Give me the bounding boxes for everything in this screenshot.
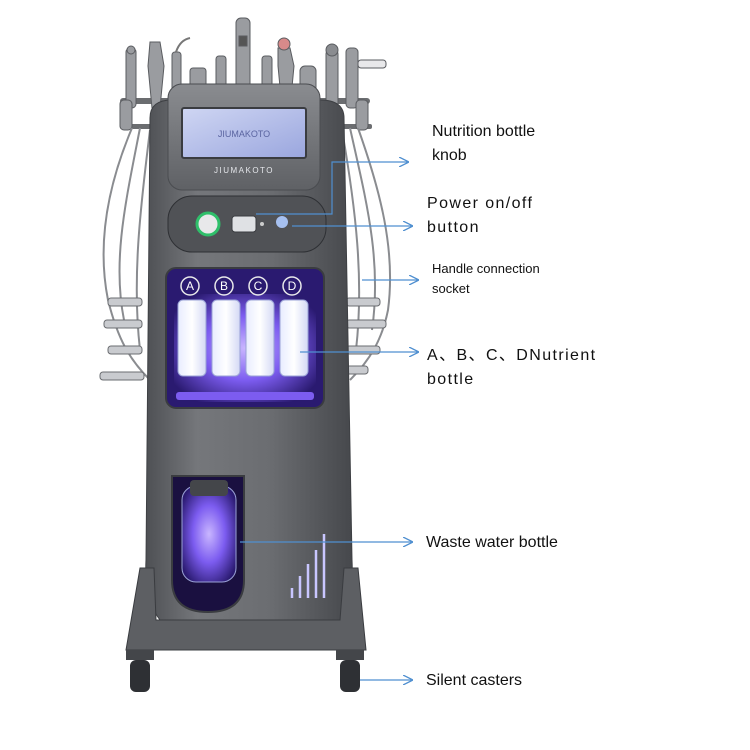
- callout-nutrition-knob: Nutrition bottle knob: [432, 120, 535, 168]
- nutrition-bottle-knob[interactable]: [231, 215, 257, 233]
- bottle-letter-a: A: [186, 279, 194, 293]
- callout-handle-socket: Handle connection socket: [432, 259, 540, 299]
- bottle-letter-b: B: [220, 279, 228, 293]
- bottle-letter-badges: A B C D: [180, 276, 302, 296]
- callout-casters-line1: Silent casters: [426, 672, 523, 689]
- handle-connectors-left[interactable]: [99, 297, 145, 381]
- callout-waste-bottle-line1: Waste water bottle: [426, 534, 558, 551]
- callout-arrows: [240, 162, 418, 680]
- callout-handle-socket-line2: socket: [432, 281, 470, 297]
- callout-nutrient-bottle: A、B、C、DNutrient bottle: [427, 344, 596, 392]
- handpieces[interactable]: [119, 17, 387, 131]
- bottle-letter-d: D: [288, 279, 297, 293]
- silent-casters[interactable]: [126, 650, 364, 692]
- nutrient-bottles[interactable]: [177, 299, 309, 377]
- waste-water-bottle[interactable]: [181, 485, 237, 583]
- waste-bottle-cap: [190, 480, 228, 496]
- callout-nutrient-bottle-line2: bottle: [427, 371, 475, 388]
- panel-brand-text: JIUMAKOTO: [214, 166, 274, 175]
- callout-waste-bottle: Waste water bottle: [426, 531, 558, 555]
- callout-power-button: Power on/off button: [427, 192, 533, 240]
- led-bars-decoration: [290, 534, 326, 598]
- callout-nutrition-knob-line1: Nutrition bottle: [432, 123, 536, 140]
- bottle-tray-led: [176, 392, 314, 400]
- power-button[interactable]: [195, 211, 221, 237]
- callout-nutrient-bottle-line1: A、B、C、DNutrient: [427, 347, 597, 364]
- callout-power-button-line2: button: [427, 219, 480, 236]
- knob-indicator: [260, 222, 264, 226]
- machine-base: [125, 567, 367, 651]
- callout-casters: Silent casters: [426, 669, 522, 693]
- callout-handle-socket-line1: Handle connection: [432, 261, 540, 276]
- screen-brand-text: JIUMAKOTO: [218, 129, 270, 139]
- callout-nutrition-knob-line2: knob: [432, 147, 467, 164]
- bottle-letter-c: C: [254, 279, 263, 293]
- mode-indicator-icon: [276, 216, 288, 228]
- callout-power-button-line1: Power on/off: [427, 195, 534, 212]
- touch-screen[interactable]: [181, 107, 307, 159]
- arrow-nutrition-knob: [256, 162, 408, 215]
